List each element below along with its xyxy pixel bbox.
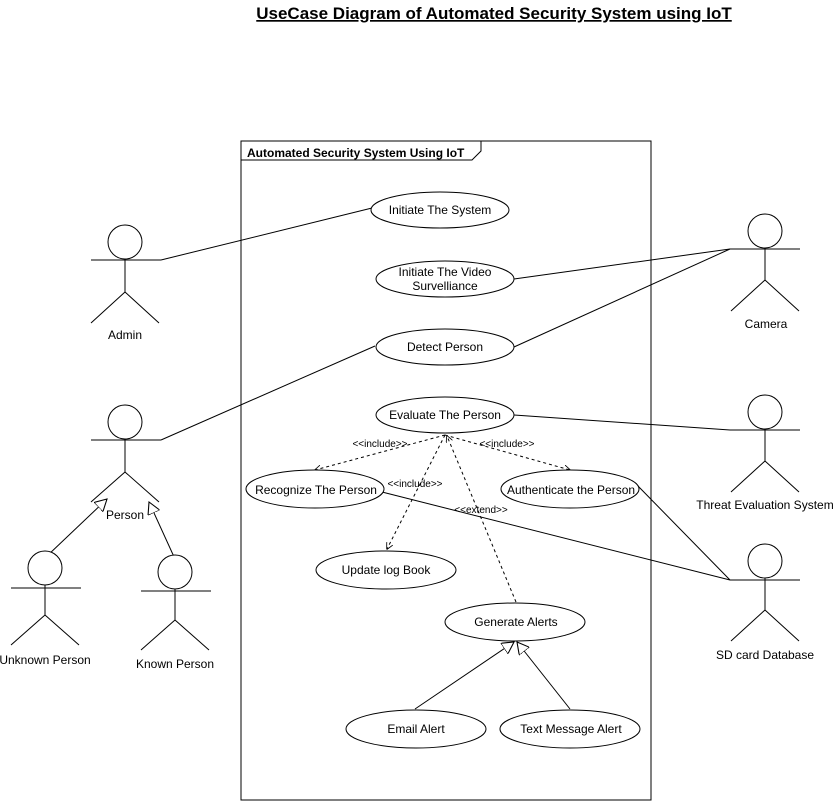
- actor-person: Person: [90, 404, 161, 522]
- svg-text:Update log Book: Update log Book: [342, 563, 432, 577]
- svg-text:Evaluate The Person: Evaluate The Person: [389, 408, 501, 422]
- svg-text:Survelliance: Survelliance: [412, 279, 478, 293]
- gen-text-alert: [517, 642, 571, 710]
- diagram-title: UseCase Diagram of Automated Security Sy…: [256, 4, 732, 23]
- use-case-text-alert: Text Message Alert: [499, 709, 641, 749]
- assoc-camera-video: [513, 248, 731, 280]
- use-case-email-alert: Email Alert: [345, 709, 487, 749]
- assoc-recognize-sd: [381, 491, 731, 581]
- svg-text:Threat Evaluation System: Threat Evaluation System: [696, 498, 833, 512]
- assoc-person-detect: [160, 345, 376, 441]
- use-case-video-surveillance: Initiate The Video Survelliance: [375, 260, 515, 298]
- assoc-authenticate-sd: [636, 484, 731, 581]
- assoc-admin-initiate: [160, 207, 373, 261]
- extend-label: <<extend>>: [454, 505, 508, 516]
- use-case-initiate-system: Initiate The System: [370, 191, 510, 229]
- stick-figure-icon: [90, 404, 161, 503]
- assoc-camera-detect: [513, 248, 731, 348]
- actor-threat-evaluation-system: Threat Evaluation System: [696, 394, 834, 512]
- actor-admin: Admin: [90, 224, 161, 342]
- use-case-update-log: Update log Book: [315, 550, 457, 590]
- generalizations: [46, 499, 571, 710]
- dependencies: <<include>> <<include>> <<include>> <<ex…: [315, 434, 570, 603]
- include-label-log: <<include>>: [387, 479, 442, 490]
- use-case-evaluate-person: Evaluate The Person: [375, 396, 515, 434]
- svg-text:Unknown Person: Unknown Person: [0, 653, 91, 667]
- svg-text:Known Person: Known Person: [136, 657, 214, 671]
- include-label-right: <<include>>: [479, 439, 534, 450]
- svg-text:Person: Person: [106, 508, 144, 522]
- svg-text:Text Message Alert: Text Message Alert: [520, 722, 622, 736]
- stick-figure-icon: [10, 550, 81, 646]
- svg-text:Authenticate the Person: Authenticate the Person: [507, 483, 635, 497]
- system-boundary-label: Automated Security System Using IoT: [247, 146, 465, 160]
- include-authenticate: [444, 434, 570, 470]
- stick-figure-icon: [90, 224, 161, 324]
- actor-known-person: Known Person: [136, 554, 214, 671]
- svg-text:Generate Alerts: Generate Alerts: [474, 615, 557, 629]
- associations: [160, 207, 731, 581]
- actor-camera: Camera: [730, 213, 800, 331]
- stick-figure-icon: [730, 543, 800, 642]
- gen-email-alert: [414, 642, 514, 710]
- stick-figure-icon: [730, 213, 800, 312]
- use-case-recognize-person: Recognize The Person: [245, 469, 385, 509]
- include-label-left: <<include>>: [352, 439, 407, 450]
- svg-text:Admin: Admin: [108, 328, 142, 342]
- gen-known-person: [149, 502, 176, 560]
- include-update-log: [387, 434, 446, 549]
- actor-sd-card-database: SD card Database: [716, 543, 814, 662]
- use-case-generate-alerts: Generate Alerts: [444, 602, 586, 642]
- svg-text:Detect Person: Detect Person: [407, 340, 483, 354]
- use-case-detect-person: Detect Person: [375, 328, 515, 366]
- include-recognize: [315, 434, 446, 470]
- assoc-evaluate-threat: [513, 414, 731, 431]
- svg-text:Initiate The System: Initiate The System: [389, 203, 492, 217]
- svg-text:Camera: Camera: [745, 317, 788, 331]
- extend-generate-alerts: [447, 436, 517, 603]
- stick-figure-icon: [140, 554, 211, 651]
- svg-text:SD card Database: SD card Database: [716, 648, 814, 662]
- svg-text:Initiate The Video: Initiate The Video: [399, 265, 492, 279]
- system-boundary: Automated Security System Using IoT: [240, 140, 652, 801]
- stick-figure-icon: [730, 394, 800, 493]
- use-case-authenticate-person: Authenticate the Person: [500, 469, 640, 509]
- svg-text:Recognize The Person: Recognize The Person: [255, 483, 377, 497]
- gen-unknown-person: [46, 499, 107, 557]
- actor-unknown-person: Unknown Person: [0, 550, 91, 667]
- svg-text:Email Alert: Email Alert: [387, 722, 445, 736]
